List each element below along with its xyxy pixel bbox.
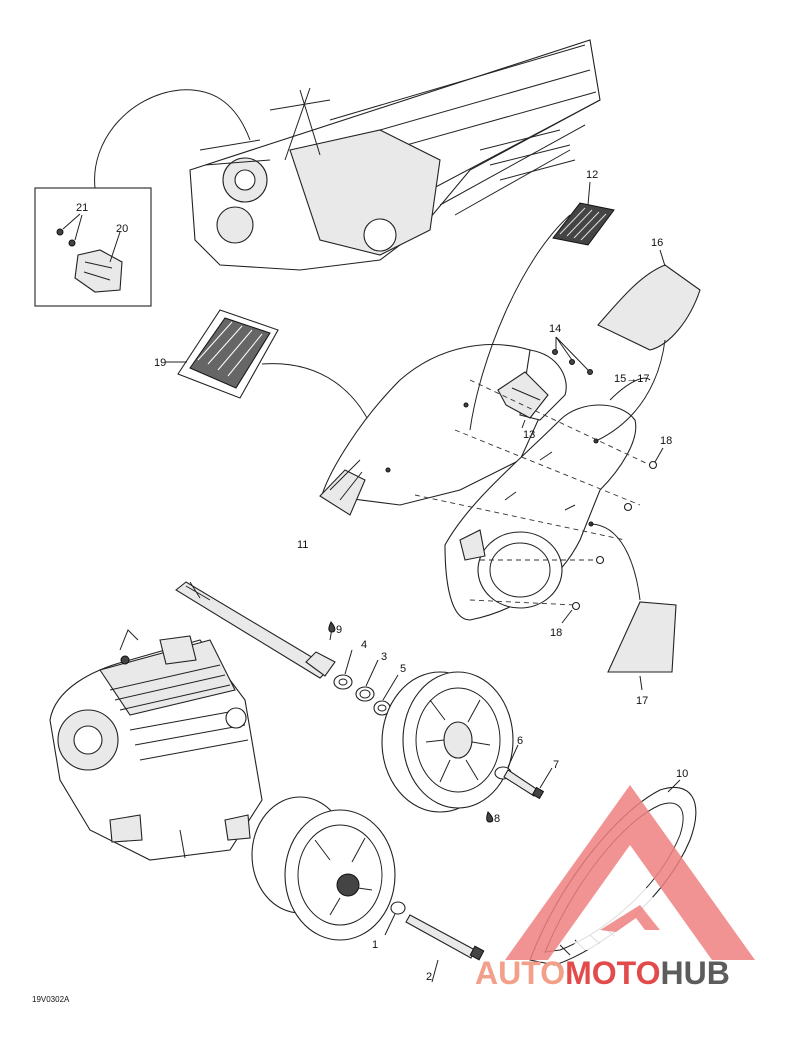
callout-12: 12 [586, 169, 598, 181]
belt-guard [319, 214, 571, 516]
callout-18-lower: 18 [550, 627, 562, 639]
callout-16: 16 [651, 237, 663, 249]
callout-4: 4 [361, 639, 367, 651]
callout-5: 5 [400, 663, 406, 675]
watermark-logo-icon [505, 785, 755, 960]
inset-box [34, 89, 251, 307]
callout-18-upper: 18 [660, 435, 672, 447]
callout-2: 2 [426, 971, 432, 983]
callout-3: 3 [381, 651, 387, 663]
callout-1: 1 [372, 939, 378, 951]
watermark-auto: AUTO [475, 955, 565, 991]
washers [333, 649, 399, 716]
drive-shaft [175, 581, 336, 679]
callout-8: 8 [494, 813, 500, 825]
drive-pulley [381, 671, 514, 813]
panel-16 [597, 249, 701, 351]
callout-19: 19 [154, 357, 166, 369]
watermark-hub: HUB [660, 955, 729, 991]
pulley-bolt [486, 744, 553, 823]
svg-text:AUTOMOTOHUB: AUTOMOTOHUB [475, 955, 730, 991]
panel-17 [607, 377, 677, 691]
callout-13: 13 [523, 429, 535, 441]
callout-14: 14 [549, 323, 561, 335]
callout-10: 10 [676, 768, 688, 780]
callout-9: 9 [336, 624, 342, 636]
callout-7: 7 [553, 759, 559, 771]
decal-12 [552, 181, 615, 246]
alignment-lines [414, 379, 664, 624]
callout-17: 17 [636, 695, 648, 707]
watermark-moto: MOTO [565, 955, 660, 991]
callout-11: 11 [297, 539, 308, 551]
callout-6: 6 [517, 735, 523, 747]
callout-20: 20 [116, 223, 128, 235]
watermark: AUTOMOTOHUB [475, 785, 755, 991]
callout-labels: 1 2 3 4 5 6 7 8 9 10 11 12 13 14 15→17 1… [32, 169, 688, 1004]
callout-21: 21 [76, 202, 88, 214]
chassis-illustration [189, 39, 601, 271]
callout-15-17: 15→17 [614, 373, 649, 385]
outer-cover [444, 339, 666, 621]
engine-illustration [49, 629, 263, 861]
driven-bolt [405, 914, 485, 983]
drawing-code: 19V0302A [32, 995, 70, 1004]
decal-19 [165, 309, 386, 471]
bracket-13 [497, 336, 593, 429]
driven-pulley [251, 796, 406, 941]
